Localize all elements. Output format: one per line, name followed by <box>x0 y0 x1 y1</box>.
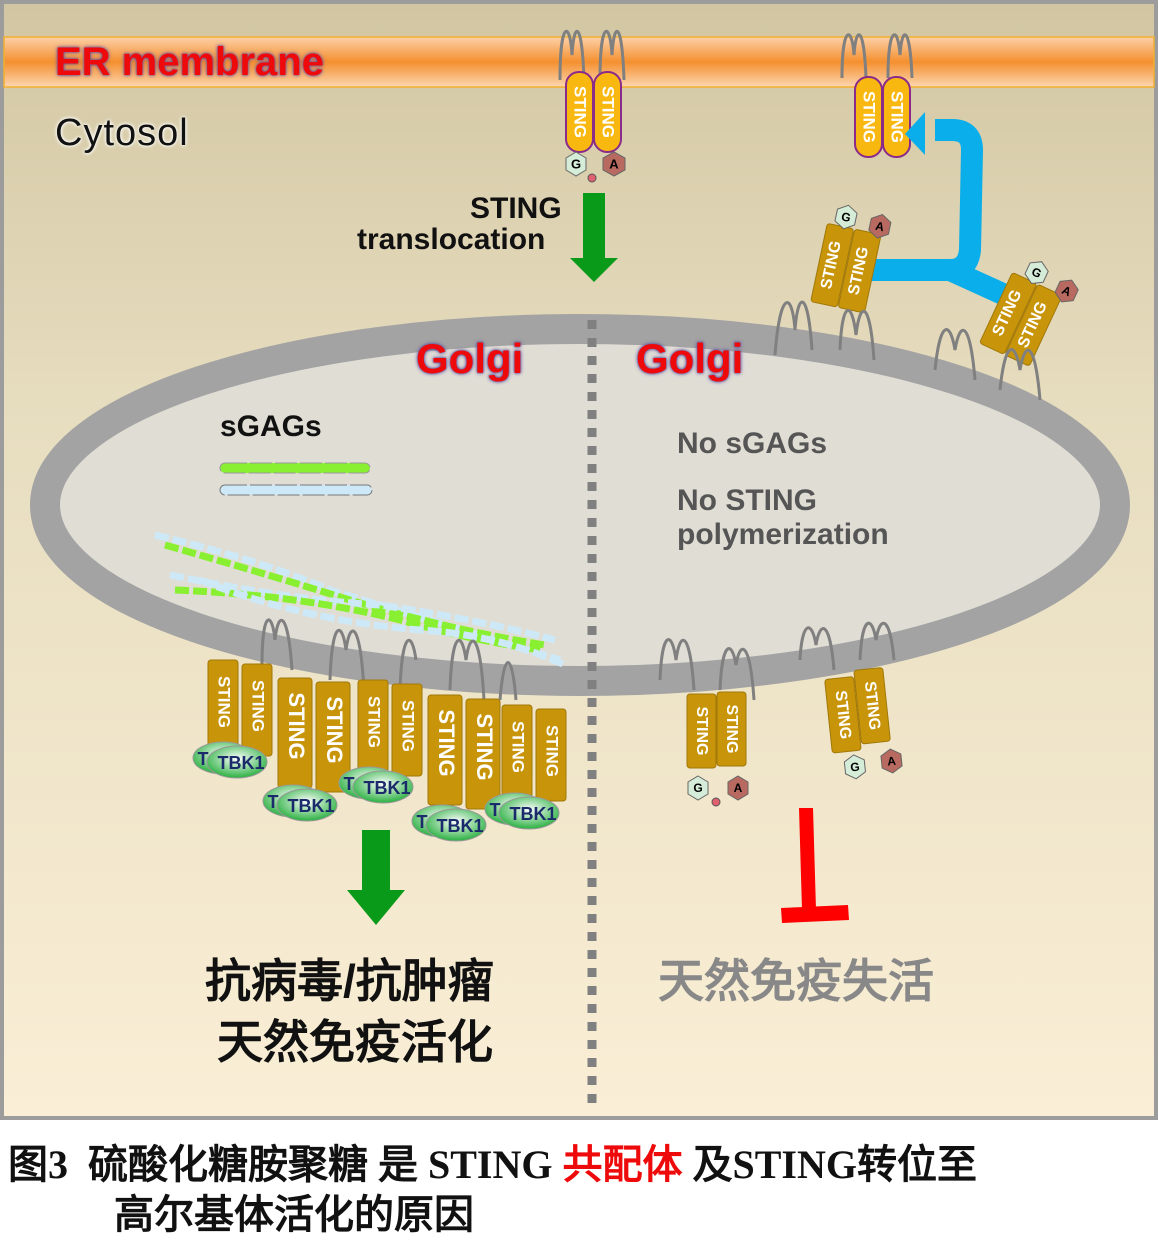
svg-text:STING: STING <box>860 91 879 143</box>
svg-text:G: G <box>571 156 581 171</box>
diagram-canvas: STING STING G A STING STING STING STING … <box>0 0 1158 1120</box>
tbk1-kinase <box>206 745 268 779</box>
caption-highlight: 共配体 <box>562 1142 683 1187</box>
tbk1-label: TBK1 <box>363 778 410 798</box>
svg-text:STING: STING <box>723 705 740 754</box>
sting-monomer <box>391 683 423 777</box>
sting-monomer <box>315 681 351 793</box>
golgi-sting-dimer-top-2: STING STING G A <box>979 261 1079 366</box>
svg-text:A: A <box>874 219 886 235</box>
sting-monomer-label: STING <box>543 725 562 777</box>
golgi-transmembrane-bottom-right <box>658 621 896 701</box>
tbk1-kinase <box>425 808 487 842</box>
er-sting-dimer-center: STING STING G A <box>558 29 626 183</box>
tbk1-label: TBK1 <box>509 804 556 824</box>
caption-line2: 高尔基体活化的原因 <box>114 1192 474 1237</box>
outcome-right: 天然免疫失活 <box>658 955 934 1007</box>
svg-text:G: G <box>840 209 852 225</box>
golgi-sting-dimer-top-1: STING STING G A <box>810 204 892 313</box>
inactive-sting-dimer-1: STING STING G A <box>686 691 749 807</box>
sting-monomer-label: STING <box>215 676 234 728</box>
tbk1-label: T <box>417 812 428 832</box>
translocation-label-line2: translocation <box>357 223 546 256</box>
sting-monomer <box>465 698 501 810</box>
golgi-transmembrane-top <box>773 300 1042 401</box>
translocation-label-line1: STING <box>470 192 562 225</box>
er-sting-dimer-right: STING STING <box>840 33 914 158</box>
sting-monomer-label: STING <box>284 692 309 759</box>
svg-text:STING: STING <box>888 91 907 143</box>
sting-monomer-label: STING <box>365 696 384 748</box>
tbk1-label: T <box>344 774 355 794</box>
figure-caption: 图3 硫酸化糖胺聚糖 是 STING 共配体 及STING转位至 高尔基体活化的… <box>8 1140 977 1240</box>
sting-monomer-label: STING <box>399 700 418 752</box>
svg-text:STING: STING <box>861 681 883 731</box>
tbk1-label: TBK1 <box>436 816 483 836</box>
caption-line1: 图3 硫酸化糖胺聚糖 是 STING 共配体 及STING转位至 <box>8 1140 977 1190</box>
tbk1-label: T <box>490 800 501 820</box>
tbk1-kinase <box>276 788 338 822</box>
golgi-right-label: Golgi <box>636 335 744 382</box>
outcome-left-line1: 抗病毒/抗肿瘤 <box>205 955 494 1007</box>
svg-text:G: G <box>850 760 861 775</box>
tbk1-label: T <box>198 749 209 769</box>
no-sgags-label: No sGAGs <box>677 427 828 460</box>
sting-polymer: STING STING STING STING STING STING STING STING… <box>192 659 567 842</box>
svg-text:STING: STING <box>599 86 618 138</box>
er-membrane-label: ER membrane <box>55 40 324 84</box>
tbk1-kinase <box>352 770 414 804</box>
inactive-sting-dimer-2: STING STING G A <box>824 667 903 780</box>
outcome-left-line2: 天然免疫活化 <box>217 1016 493 1068</box>
caption-suffix: 及STING转位至 <box>682 1142 978 1187</box>
translocation-arrow <box>570 193 618 282</box>
sting-monomer-label: STING <box>322 696 347 763</box>
svg-text:STING: STING <box>571 86 590 138</box>
sgags-legend <box>219 462 373 496</box>
sting-monomer <box>535 708 567 802</box>
svg-text:STING: STING <box>832 690 854 740</box>
retrograde-arrow <box>870 112 1010 306</box>
svg-text:A: A <box>734 781 743 795</box>
sgag-chains <box>154 531 567 669</box>
sting-monomer-label: STING <box>472 713 497 780</box>
sting-monomer-label: STING <box>434 709 459 776</box>
tbk1-kinase <box>498 796 560 830</box>
cytosol-label: Cytosol <box>55 112 189 154</box>
caption-prefix: 图3 硫酸化糖胺聚糖 是 STING <box>8 1142 563 1187</box>
tbk1-label: TBK1 <box>217 753 264 773</box>
svg-text:STING: STING <box>693 707 710 756</box>
sgags-label: sGAGs <box>220 410 322 443</box>
no-sting-label-line1: No STING <box>677 484 817 517</box>
activation-arrow <box>347 830 405 925</box>
golgi-transmembrane-left <box>260 618 518 701</box>
no-sting-label-line2: polymerization <box>677 518 889 551</box>
svg-text:A: A <box>609 156 619 171</box>
svg-text:A: A <box>886 754 896 769</box>
sting-pathway-diagram: STING STING G A STING STING STING STING … <box>0 0 1158 1120</box>
golgi-left-label: Golgi <box>416 335 524 382</box>
svg-text:G: G <box>693 781 702 795</box>
sting-monomer-label: STING <box>509 721 528 773</box>
sting-monomer-label: STING <box>249 680 268 732</box>
golgi-body <box>30 314 1130 696</box>
inhibition-symbol <box>781 808 849 923</box>
tbk1-label: T <box>268 792 279 812</box>
tbk1-label: TBK1 <box>287 796 334 816</box>
